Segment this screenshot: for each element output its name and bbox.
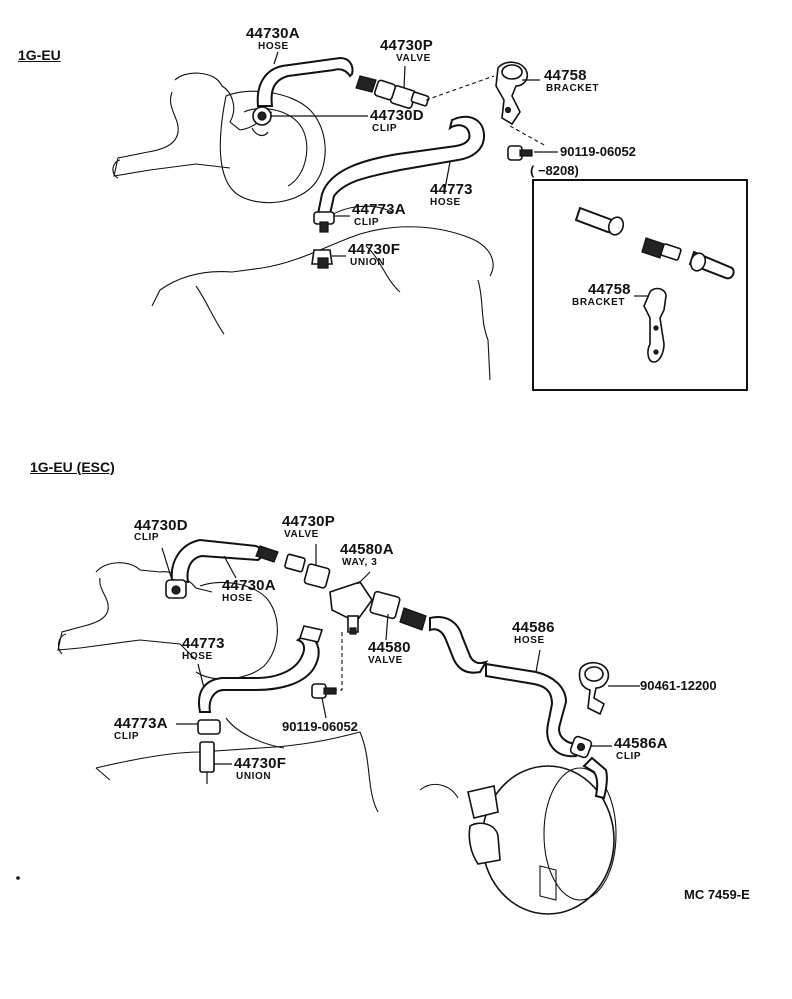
bracket-44758-top: [495, 61, 529, 126]
label-44758-top-name: BRACKET: [546, 83, 600, 94]
hose-44773-bottom: [198, 632, 320, 713]
clip-44730d-bottom: [165, 579, 187, 599]
label-90119-06052-top: 90119-06052: [560, 144, 636, 159]
leaders-bottom: [161, 544, 640, 765]
label-44586-name: HOSE: [514, 635, 545, 646]
hose-44730a-top: [256, 56, 354, 107]
label-44773-top-name: HOSE: [430, 197, 461, 208]
hose-44586: [429, 616, 489, 674]
clip-44773a-top: [313, 211, 335, 233]
leaders-top: [270, 51, 558, 257]
clip-44730d-top: [251, 106, 272, 137]
clip-44773a-bottom: [197, 719, 221, 735]
bolt-90119-06052-bottom: [311, 683, 337, 699]
label-44730d-bottom-name: CLIP: [134, 532, 160, 543]
label-44773-top: 44773: [430, 181, 473, 198]
label-44730d-top-name: CLIP: [372, 123, 398, 134]
label-90461-12200: 90461-12200: [640, 678, 717, 693]
label-44580: 44580: [368, 639, 411, 656]
label-44580a: 44580A: [340, 541, 394, 558]
engine-outline-top: [112, 72, 494, 381]
label-44730f-bottom: 44730F: [234, 755, 287, 772]
label-44586a-name: CLIP: [616, 751, 642, 762]
label-44730f-top-name: UNION: [350, 257, 386, 268]
section-title-1g-eu: 1G-EU: [18, 47, 61, 63]
bolt-90119-06052-top: [507, 145, 533, 161]
label-44773a-top: 44773A: [352, 201, 406, 218]
label-44758-top: 44758: [544, 67, 587, 84]
label-90119-06052-bottom: 90119-06052: [282, 719, 358, 734]
label-44730a-top-name: HOSE: [258, 41, 289, 52]
label-44580-name: VALVE: [368, 655, 403, 666]
inset-box: [532, 179, 748, 391]
valve-44730p-top: [355, 75, 430, 109]
label-44730a-top: 44730A: [246, 25, 300, 42]
union-44730f-bottom: [199, 741, 215, 784]
label-44730f-top: 44730F: [348, 241, 401, 258]
label-44730p-bottom-name: VALVE: [284, 529, 319, 540]
label-44773a-bottom-name: CLIP: [114, 731, 140, 742]
label-44758-inset: 44758: [588, 281, 631, 298]
union-44730f-top: [311, 249, 333, 269]
label-44773-bottom: 44773: [182, 635, 225, 652]
way-3-44580a: [329, 581, 373, 635]
label-44730p-top: 44730P: [380, 37, 433, 54]
stray-dot: [16, 876, 20, 880]
hose-44773-top: [316, 115, 486, 215]
label-44730d-bottom: 44730D: [134, 517, 188, 534]
label-44580a-name: WAY, 3: [342, 557, 378, 568]
label-44586a: 44586A: [614, 735, 668, 752]
label-44773a-top-name: CLIP: [354, 217, 380, 228]
clamp-90461-12200: [578, 661, 610, 716]
label-44730p-bottom: 44730P: [282, 513, 335, 530]
clip-44586a: [569, 735, 593, 759]
valve-44730p-bottom: [255, 545, 331, 589]
label-44730p-top-name: VALVE: [396, 53, 431, 64]
inset-range: ( −8208): [530, 163, 579, 178]
diagram-code: MC 7459-E: [684, 887, 750, 902]
valve-44580: [369, 590, 427, 631]
hose-44586-mid: [485, 662, 580, 758]
hose-44730a-bottom: [170, 538, 263, 584]
label-44758-inset-name: BRACKET: [572, 297, 626, 308]
label-44730f-bottom-name: UNION: [236, 771, 272, 782]
label-44586: 44586: [512, 619, 555, 636]
label-44730a-bottom: 44730A: [222, 577, 276, 594]
brake-booster: [467, 765, 617, 915]
label-44773a-bottom: 44773A: [114, 715, 168, 732]
label-44730a-bottom-name: HOSE: [222, 593, 253, 604]
section-title-1g-eu-esc: 1G-EU (ESC): [30, 459, 115, 475]
label-44730d-top: 44730D: [370, 107, 424, 124]
label-44773-bottom-name: HOSE: [182, 651, 213, 662]
